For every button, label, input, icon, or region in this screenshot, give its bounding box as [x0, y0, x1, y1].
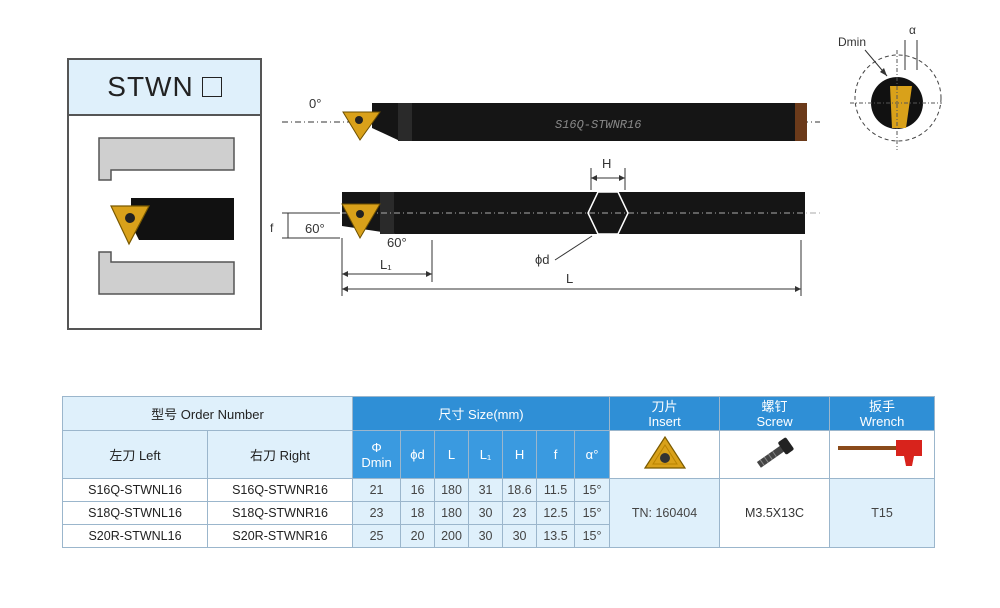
- dmin-cell: 25: [352, 524, 402, 548]
- screw-icon: [756, 437, 794, 468]
- f-cell: 13.5: [536, 524, 576, 548]
- checkbox-square-icon: [201, 77, 222, 97]
- label-L1: L₁: [380, 257, 392, 272]
- dmin-header: Φ Dmin: [352, 430, 402, 479]
- wrench-value-cell: T15: [829, 478, 936, 548]
- wrench-icon: [838, 440, 923, 466]
- label-f: f: [270, 221, 274, 235]
- angle-right-label: 60°: [387, 235, 407, 250]
- insert-image-cell: [609, 430, 721, 479]
- wrench-header: 扳手 Wrench: [829, 396, 936, 431]
- model-label: STWN: [107, 71, 194, 102]
- dmin-header-bottom: Dmin: [361, 454, 392, 470]
- L1-cell: 30: [468, 501, 504, 525]
- label-H: H: [602, 156, 611, 171]
- table-row: S18Q-STWNL16 S18Q-STWNR16 23 18 180 30 2…: [62, 501, 935, 525]
- left-header: 左刀 Left: [62, 430, 208, 479]
- triangle-insert-icon: [643, 435, 686, 469]
- right-header: 右刀 Right: [206, 430, 354, 479]
- bore-section-drawing: [98, 137, 235, 295]
- angle-top-label: 0°: [309, 96, 321, 111]
- wrench-header-cn: 扳手: [869, 398, 896, 414]
- H-cell: 18.6: [502, 478, 538, 502]
- phid-cell: 20: [400, 524, 436, 548]
- right-code-cell: S20R-STWNR16: [206, 524, 354, 548]
- label-alpha: α: [909, 23, 916, 37]
- insert-value-cell: TN: 160404: [609, 478, 721, 548]
- left-code-cell: S20R-STWNL16: [62, 524, 208, 548]
- L-header: L: [434, 430, 470, 479]
- alpha-header: α°: [574, 430, 611, 479]
- angle-left-label: 60°: [305, 221, 325, 236]
- L-cell: 200: [434, 524, 470, 548]
- dmin-cell: 23: [352, 501, 402, 525]
- bar-engraving: S16Q-STWNR16: [555, 118, 641, 132]
- L1-cell: 31: [468, 478, 504, 502]
- spec-table: 型号 Order Number 尺寸 Size(mm) 刀片 Insert 螺钉…: [61, 396, 936, 548]
- phid-header: ϕd: [400, 430, 436, 479]
- right-code-cell: S18Q-STWNR16: [206, 501, 354, 525]
- right-code-cell: S16Q-STWNR16: [206, 478, 354, 502]
- L-cell: 180: [434, 501, 470, 525]
- H-cell: 23: [502, 501, 538, 525]
- insert-header-cn: 刀片: [651, 398, 678, 414]
- alpha-cell: 15°: [574, 501, 611, 525]
- L1-header: L₁: [468, 430, 504, 479]
- alpha-cell: 15°: [574, 524, 611, 548]
- size-header: 尺寸 Size(mm): [352, 396, 611, 431]
- table-row: S16Q-STWNL16 S16Q-STWNR16 21 16 180 31 1…: [62, 478, 936, 548]
- label-phid: ϕd: [535, 252, 550, 267]
- f-cell: 11.5: [536, 478, 576, 502]
- screw-header-en: Screw: [756, 413, 793, 429]
- order-number-header: 型号 Order Number: [61, 396, 354, 431]
- alpha-cell: 15°: [574, 478, 611, 502]
- table-row: S20R-STWNL16 S20R-STWNR16 25 20 200 30 3…: [62, 524, 935, 548]
- model-title: STWN: [69, 60, 260, 116]
- screw-header: 螺钉 Screw: [719, 396, 831, 431]
- H-header: H: [502, 430, 538, 479]
- screw-header-cn: 螺钉: [761, 398, 788, 414]
- insert-header: 刀片 Insert: [609, 396, 721, 431]
- left-code-cell: S16Q-STWNL16: [62, 478, 208, 502]
- phid-cell: 16: [400, 478, 436, 502]
- f-header: f: [536, 430, 576, 479]
- dmin-cell: 21: [352, 478, 402, 502]
- wrench-image-cell: [829, 430, 936, 479]
- label-L: L: [566, 271, 573, 286]
- model-drawing-box: STWN: [67, 58, 262, 330]
- screw-value-cell: M3.5X13C: [719, 478, 831, 548]
- f-cell: 12.5: [536, 501, 576, 525]
- left-code-cell: S18Q-STWNL16: [62, 501, 208, 525]
- label-dmin: Dmin: [838, 35, 866, 49]
- screw-image-cell: [719, 430, 831, 479]
- H-cell: 30: [502, 524, 538, 548]
- phid-cell: 18: [400, 501, 436, 525]
- dmin-header-top: Φ: [371, 439, 382, 455]
- wrench-header-en: Wrench: [859, 413, 905, 429]
- tool-views-drawing: 0° S16Q-STWNR16 H f 60° 60° ϕd L₁ L: [270, 23, 942, 296]
- insert-header-en: Insert: [648, 413, 681, 429]
- L-cell: 180: [434, 478, 470, 502]
- L1-cell: 30: [468, 524, 504, 548]
